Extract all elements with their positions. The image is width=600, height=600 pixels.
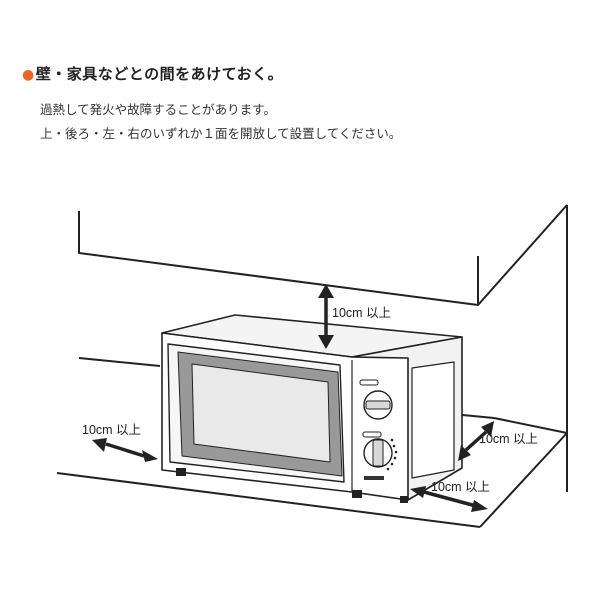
foot-left xyxy=(176,468,186,476)
section-heading: ●壁・家具などとの間をあけておく。 xyxy=(22,63,283,84)
arrow-top xyxy=(318,284,334,349)
warning-text: 過熱して発火や故障することがあります。 xyxy=(40,102,276,117)
instruction-text: 上・後ろ・左・右のいずれか１面を開放して設置してください。 xyxy=(40,126,402,141)
indicator-lamp xyxy=(359,379,379,386)
foot-front xyxy=(352,490,362,498)
arrow-right xyxy=(458,421,494,461)
side-panel xyxy=(411,361,455,479)
corner-floor-line xyxy=(493,417,568,434)
clearance-labels: 10cm 以上 10cm 以上 10cm 以上 10cm 以上 xyxy=(82,306,538,494)
clearance-arrows xyxy=(92,284,494,512)
foot-right xyxy=(400,496,408,503)
back-wall-line-left xyxy=(78,357,161,367)
ceiling-shelf-edge xyxy=(78,204,568,306)
door-window xyxy=(191,363,331,463)
arrow-left xyxy=(92,438,158,462)
bullet-icon: ● xyxy=(22,67,35,83)
timer-dial-grip xyxy=(372,439,384,467)
timer-ticks xyxy=(386,438,398,471)
label-right: 10cm 以上 xyxy=(479,432,538,446)
label-front-right: 10cm 以上 xyxy=(431,480,490,494)
heading-text: 壁・家具などとの間をあけておく。 xyxy=(35,65,284,83)
brand-logo xyxy=(364,476,384,480)
label-top: 10cm 以上 xyxy=(332,306,391,320)
timer-lamp xyxy=(362,431,382,438)
floor-front-edge xyxy=(56,472,481,528)
label-left: 10cm 以上 xyxy=(82,423,141,437)
microwave xyxy=(161,314,463,503)
room-outline xyxy=(56,204,568,528)
floor-right-edge xyxy=(479,432,568,528)
power-dial-grip xyxy=(365,400,391,410)
arrow-front-right xyxy=(410,486,488,512)
